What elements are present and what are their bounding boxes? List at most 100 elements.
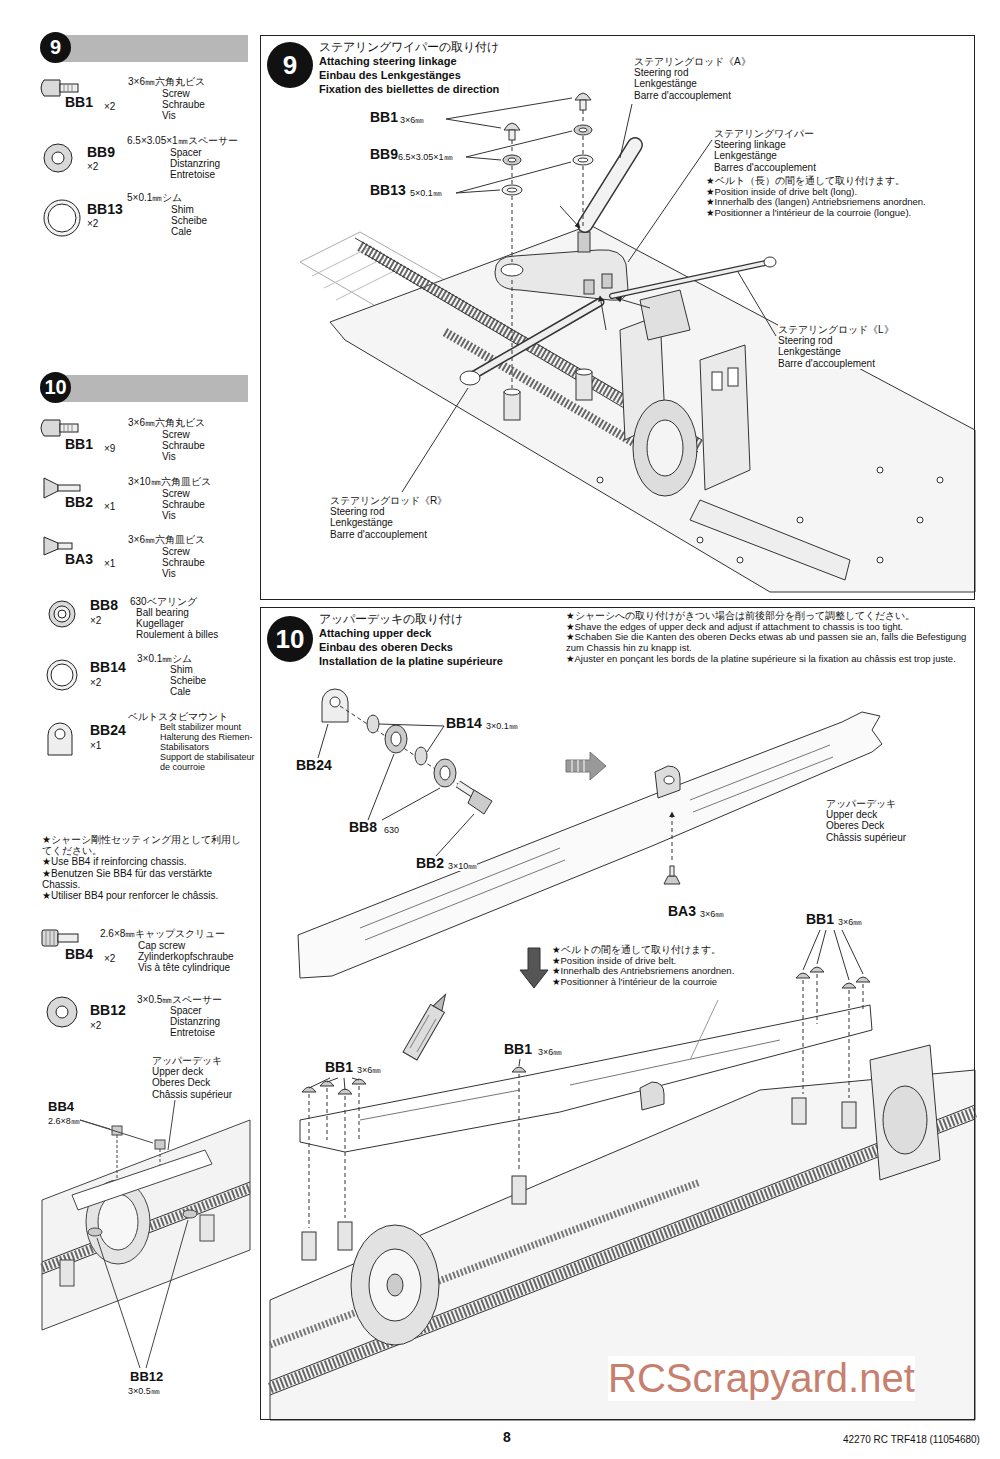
part-name: 5×0.1㎜シム <box>127 192 182 203</box>
steering-illustration-part <box>690 500 850 580</box>
upper-deck-illustration-part <box>803 974 863 1098</box>
steering-illustration-part <box>576 369 592 375</box>
inset-drawing-part <box>97 1220 188 1368</box>
label-group: ×2 <box>87 218 98 229</box>
dimension: 3×6㎜ <box>400 115 424 125</box>
step-header: 10 <box>40 375 248 402</box>
part-code: BB1 <box>325 1060 353 1076</box>
label-group: BB14 <box>90 660 126 676</box>
part-name: 3×6㎜六角皿ビス <box>128 534 205 545</box>
part-code: BB24 <box>90 723 126 739</box>
step-title: Attaching upper deck <box>319 627 431 641</box>
model-code: 42270 RC TRF418 (11054680) <box>843 1434 980 1445</box>
steering-illustration-part <box>585 145 635 225</box>
part-icon-part <box>48 723 72 755</box>
label-group: BB9 <box>87 145 115 161</box>
part-icon-part <box>47 997 77 1027</box>
label-group: ×9 <box>104 443 115 454</box>
dimension: 3×6㎜ <box>538 1047 562 1057</box>
label-group: ステアリングワイパーSteering linkageLenkgestängeBa… <box>714 128 816 173</box>
upper-deck-illustration-part <box>270 1105 975 1395</box>
label-group: 5×0.1㎜ <box>410 188 442 198</box>
part-name: 3×0.1㎜シム <box>137 653 192 664</box>
label-group: 3×0.5㎜スペーサー <box>137 994 222 1005</box>
note-text: ★Utiliser BB4 pour renforcer le châssis. <box>42 890 218 901</box>
label-group: BB1 <box>504 1042 532 1058</box>
label-group: ×2 <box>90 677 101 688</box>
part-name: Barre d'accouplement <box>330 529 427 540</box>
part-icon-part <box>44 478 58 498</box>
part-icon-part <box>47 660 77 690</box>
label-group: 3×6㎜ <box>538 1047 562 1057</box>
upper-deck-illustration-part <box>302 967 870 1094</box>
quantity: ×2 <box>90 677 101 688</box>
label-group: 2.6×8㎜ <box>48 1116 80 1126</box>
label-group: Belt stabilizer mountHalterung des Rieme… <box>160 722 258 772</box>
part-name: Lenkgestänge <box>330 517 393 528</box>
quantity: ×2 <box>87 218 98 229</box>
steering-illustration-part <box>501 264 523 276</box>
label-group: 42270 RC TRF418 (11054680) <box>843 1434 980 1445</box>
dimension: 630 <box>384 825 399 835</box>
upper-deck-illustration-part <box>322 689 348 722</box>
label-group: BB1 <box>325 1060 353 1076</box>
steering-illustration-part <box>446 98 572 128</box>
step-title: Einbau des oberen Decks <box>319 641 453 655</box>
part-code: BB8 <box>349 820 377 836</box>
part-name: Screw <box>162 488 190 499</box>
upper-deck-illustration-part <box>379 724 444 752</box>
upper-deck-illustration-part <box>468 790 492 814</box>
quantity: ×2 <box>90 1020 101 1031</box>
label-group: RCScrapyard.net <box>608 1356 915 1401</box>
step-title: Installation de la platine supérieure <box>319 655 503 669</box>
part-name: Vis <box>162 510 176 521</box>
part-name: Screw <box>162 546 190 557</box>
label-group: BB13 <box>87 202 123 218</box>
upper-deck-illustration-part <box>870 1045 940 1180</box>
label-group: BB12 <box>130 1370 163 1385</box>
label-group: 3×6㎜ <box>400 115 424 125</box>
label-group: ScrewSchraubeVis <box>162 88 205 122</box>
upper-deck-illustration-part <box>519 1059 520 1066</box>
steering-illustration-part <box>620 104 632 158</box>
part-code: BB1 <box>65 95 93 111</box>
part-name: Cap screw <box>138 940 185 951</box>
note-text: ★Innerhalb des (langen) Antriebsriemens … <box>706 197 926 208</box>
label-group: Ball bearingKugellagerRoulement à billes <box>136 607 218 641</box>
note-text: ★Positionner a l'intérieur de la courroi… <box>706 208 911 219</box>
part-name: 3×0.5㎜スペーサー <box>137 994 222 1005</box>
steering-illustration-part-part <box>597 477 603 483</box>
label-group: BB2 <box>65 495 93 511</box>
steering-illustration-part <box>575 93 591 100</box>
part-icon-part <box>60 84 78 92</box>
label-group: 3×6㎜六角皿ビス <box>128 534 205 545</box>
part-name: Schraube <box>162 557 205 568</box>
part-name: Lenkgestänge <box>778 346 841 357</box>
part-code: BB1 <box>504 1042 532 1058</box>
part-name: Spacer <box>170 1005 202 1016</box>
part-icon-part <box>44 537 58 555</box>
part-name: Vis <box>162 568 176 579</box>
label-group: Cap screwZylinderkopfschraubeVis à tête … <box>138 940 234 974</box>
part-icon-part <box>49 601 75 627</box>
upper-deck-illustration-part <box>270 1182 700 1345</box>
note-text: ★Benutzen Sie BB4 für das verstärkte Cha… <box>42 868 247 890</box>
steering-illustration-part <box>560 206 580 228</box>
upper-deck-illustration-part <box>883 1086 927 1154</box>
label-group: ★ベルトの間を通して取り付けます。★Position inside of dri… <box>552 945 734 988</box>
part-name: Support de stabilisateur de courroie <box>160 752 258 772</box>
label-group: 3×0.1㎜シム <box>137 653 192 664</box>
upper-deck-illustration-part-part <box>512 1067 526 1072</box>
part-icon-part <box>64 424 72 432</box>
part-name: Barres d'accouplement <box>714 162 816 173</box>
label-group: アッパーデッキUpper deckOberes DeckChâssis supé… <box>826 798 906 843</box>
upper-deck-illustration-part <box>300 1005 872 1152</box>
note-text: ★Position inside of drive belt. <box>552 956 676 967</box>
steering-illustration-part-part <box>877 557 883 563</box>
steering-illustration-part <box>728 368 738 386</box>
label-group: 3×6㎜ <box>357 1065 381 1075</box>
steering-illustration-part <box>472 302 600 376</box>
part-name: Screw <box>162 429 190 440</box>
label-group: 630ベアリング <box>130 596 197 607</box>
label-group: ScrewSchraubeVis <box>162 488 205 522</box>
